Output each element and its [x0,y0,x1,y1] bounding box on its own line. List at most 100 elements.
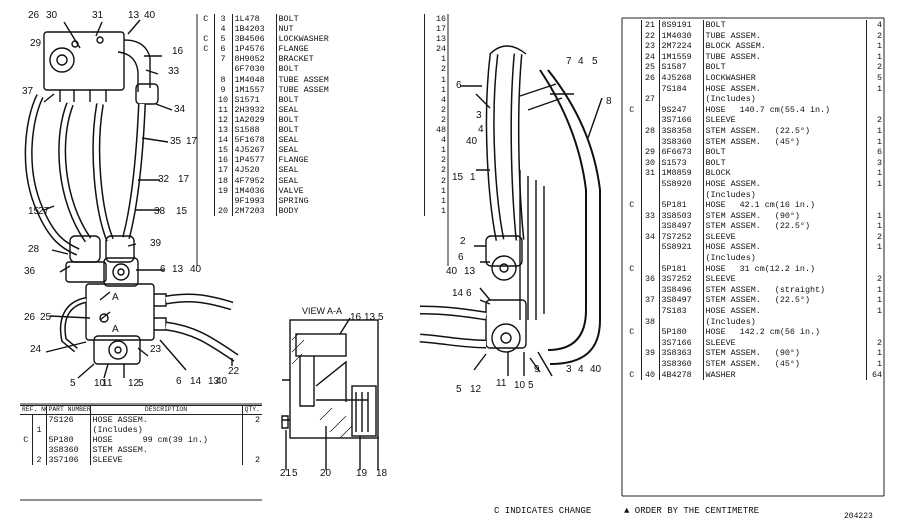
part-number: 9F1993 [232,195,277,206]
change-mark [198,175,215,186]
description-text: HOSE ASSEM. [705,306,761,317]
description-text: BOLT [705,157,726,168]
quantity: 1 [876,306,882,317]
ref-number [641,306,660,317]
right-drawing-callout: 15 [452,172,464,183]
part-number: 4J5267 [232,145,277,156]
description: BOLT [276,114,425,126]
change-mark [623,316,642,328]
ref-number: 3 [214,14,233,25]
description-text: HOSE ASSEM. [705,178,761,189]
change-mark [198,195,215,206]
right-drawing-callout: 2 [460,236,466,247]
ref-number [641,253,660,264]
quantity: 2 [440,114,446,125]
left-drawing-callout: 29 [30,38,42,49]
left-drawing-callout: 13 [208,376,220,387]
quantity: 2 [440,104,446,115]
quantity: 1 [440,205,446,216]
part-number: 1M1559 [659,51,704,63]
part-number: 5S8921 [659,242,704,254]
description-text: BLOCK [705,168,731,179]
description: FLANGE [276,44,425,55]
change-mark [623,20,642,31]
quantity: 1 [876,242,882,253]
ref-number [641,284,660,296]
description-text: (Includes) [705,316,756,327]
quantity: 2 [876,274,882,285]
part-number: 2M7203 [232,205,277,216]
description: HOSE ASSEM. [703,242,867,254]
quantity: 1 [440,74,446,85]
change-mark [623,221,642,232]
description-text: BLOCK ASSEM. [705,41,766,52]
change-mark [623,125,642,137]
ref-number [641,221,660,232]
description: SEAL [276,165,425,176]
quantity: 4 [876,20,882,30]
ref-number: 29 [641,147,660,158]
ref-number [641,200,660,211]
change-mark [198,125,215,136]
description-text: BOLT [278,64,299,75]
description-text: STEM ASSEM. [705,359,761,369]
part-number: 4B4278 [659,369,704,381]
right-drawing-callout: 7 [566,56,572,67]
part-number: 3S8496 [659,284,704,296]
ref-number: 15 [214,145,233,156]
quantity [866,94,884,105]
part-number: 7S7252 [659,231,704,243]
left-drawing-callout: 40 [216,376,228,387]
quantity: 1 [876,125,882,136]
change-mark [20,455,33,466]
change-mark [623,348,642,359]
left-drawing-callout: 22 [228,366,240,377]
change-mark [198,155,215,166]
ref-number: 13 [214,125,233,136]
change-mark [623,72,642,84]
description-text: BODY [278,205,299,216]
change-mark: C [623,369,642,381]
change-mark [20,445,33,456]
change-mark [623,51,642,63]
change-mark [198,185,215,196]
ref-number: 39 [641,348,660,359]
change-mark [623,30,642,42]
change-mark [198,94,215,105]
figure-number: 204223 [844,512,873,521]
description: TUBE ASSEM. [703,30,867,42]
quantity: 1 [876,284,882,295]
description-text: SEAL [278,135,299,146]
quantity: 2 [876,115,882,126]
right-drawing-callout: 6 [466,288,472,299]
description-text: STEM ASSEM. [705,348,761,359]
right-drawing-callout: 8 [606,96,612,107]
description-text: HOSE [705,263,726,274]
ref-number: 4 [214,24,233,35]
change-mark [198,74,215,85]
part-number: 3S8497 [659,295,704,307]
quantity: 1 [440,185,446,196]
ref-number [641,263,660,275]
left-drawing-callout: 37 [22,86,34,97]
part-number: 3S7166 [659,115,704,126]
quantity: 2 [876,231,882,242]
dimension-note: (45°) [774,136,800,147]
description-text: HOSE [705,104,726,115]
description-text: NUT [278,24,294,35]
ref-number: 5 [214,34,233,45]
quantity: 1 [876,359,882,369]
order-note: ▲ ORDER BY THE CENTIMETRE [624,506,760,516]
ref-number: 14 [214,135,233,146]
ref-number: 9 [214,84,233,95]
right-drawing-callout: 6 [458,252,464,263]
